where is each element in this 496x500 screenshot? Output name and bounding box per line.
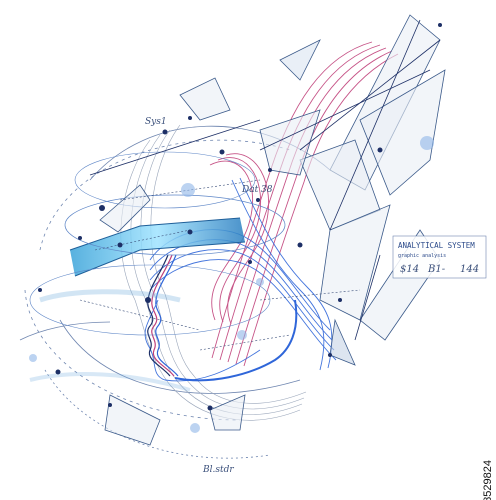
panel-value-2: B1- [427, 264, 446, 275]
node-dots [38, 23, 442, 411]
panel-subtitle: graphic analysis [398, 253, 446, 259]
analytical-system-panel: ANALYTICAL SYSTEM graphic analysis $14 B… [392, 235, 487, 279]
stock-image-id: 448529824 [482, 460, 494, 500]
annotation-mid: Dat 38 [241, 185, 273, 195]
panel-title: ANALYTICAL SYSTEM [398, 241, 475, 250]
panel-value-1: $14 [400, 264, 419, 275]
spike-lines [89, 19, 441, 341]
annotation-sys: Sys1 [145, 117, 167, 127]
soft-blue-dots [29, 136, 434, 433]
annotation-bottom: Bl.stdr [202, 465, 234, 475]
face-profile [147, 254, 298, 382]
blue-wave-bundle [144, 177, 337, 382]
panel-value-3: 144 [460, 264, 479, 275]
connector-lines [79, 179, 361, 351]
ring-band [29, 151, 286, 392]
